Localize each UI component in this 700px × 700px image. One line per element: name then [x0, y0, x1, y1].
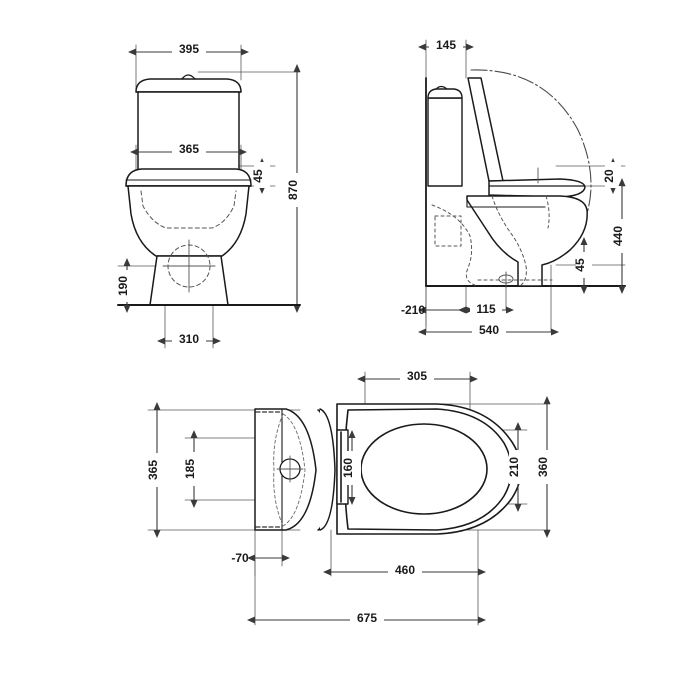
side-pan-body: [466, 195, 588, 287]
side-dim-440-label: 440: [611, 226, 625, 246]
plan-hinge-slot: [336, 429, 349, 505]
plan-dim-365: 365: [146, 402, 165, 538]
plan-dim-210-label: 210: [507, 457, 521, 477]
side-seat-slab: [488, 178, 586, 198]
side-dim-540: 540: [418, 323, 559, 337]
side-hidden-geometry: [431, 195, 553, 287]
plan-dim-675-label: 675: [357, 611, 377, 625]
front-dim-45-label: 45: [251, 169, 265, 183]
front-dim-395: 395: [128, 42, 249, 56]
front-cistern-body: [137, 91, 240, 182]
front-dim-365-label: 365: [179, 142, 199, 156]
plan-cistern-opening: [255, 411, 282, 528]
front-dim-870-label: 870: [286, 180, 300, 200]
plan-inlet-marker: [276, 455, 304, 483]
plan-dim-460-label: 460: [395, 563, 415, 577]
plan-cistern-hidden: [273, 413, 306, 527]
plan-dim-305-label: 305: [407, 369, 427, 383]
front-dim-45: 45: [251, 158, 270, 194]
plan-dim-185: 185: [183, 430, 203, 508]
front-bowl-hidden-outline: [140, 190, 237, 229]
plan-dim-675: 675: [247, 611, 486, 625]
side-dim-145-label: 145: [436, 38, 456, 52]
side-dim-540-label: 540: [479, 323, 499, 337]
front-bowl: [127, 185, 250, 257]
plan-dim-360: 360: [536, 396, 555, 538]
side-view: 145: [401, 38, 630, 337]
front-view: 395 870 365: [116, 42, 304, 349]
plan-seat-aperture: [360, 423, 488, 515]
front-dim-190: 190: [116, 258, 135, 313]
side-dim-145: 145: [418, 38, 474, 52]
side-cistern-body: [427, 85, 463, 187]
side-dim-45: 45: [573, 237, 592, 294]
front-dim-310: 310: [157, 332, 221, 346]
front-dim-365: 365: [130, 142, 247, 156]
plan-view: 365 185 160 305 210: [146, 369, 555, 626]
plan-dim-210: 210: [507, 422, 526, 512]
side-dim-210-label: -210: [401, 303, 425, 317]
front-outlet-marker: [162, 239, 216, 293]
plan-dim-460: 460: [323, 563, 486, 577]
side-dim-115: 115: [458, 301, 514, 316]
plan-joint-band: [317, 408, 336, 531]
plan-dim-305: 305: [357, 369, 478, 383]
front-dim-310-label: 310: [179, 332, 199, 346]
side-dim-20: 20: [602, 158, 621, 194]
plan-dim-160-label: 160: [341, 458, 355, 478]
plan-dim-185-label: 185: [183, 459, 197, 479]
side-dim-440: 440: [611, 178, 630, 294]
front-dim-190-label: 190: [116, 276, 130, 296]
plan-dim-70-label: -70: [231, 551, 249, 565]
plan-dim-360-label: 360: [536, 457, 550, 477]
plan-dim-70: -70: [231, 551, 290, 565]
plan-dim-365-label: 365: [146, 460, 160, 480]
front-dim-870: 870: [286, 64, 304, 313]
side-dim-20-label: 20: [602, 169, 616, 183]
front-dim-395-label: 395: [179, 42, 199, 56]
side-outlet-marker: [498, 271, 514, 289]
plan-dim-160: 160: [341, 430, 361, 505]
front-seat-slab: [125, 168, 252, 187]
side-lid-swing-arc: [470, 69, 592, 237]
side-dim-45-label: 45: [573, 258, 587, 272]
side-dim-115-label: 115: [476, 302, 496, 316]
